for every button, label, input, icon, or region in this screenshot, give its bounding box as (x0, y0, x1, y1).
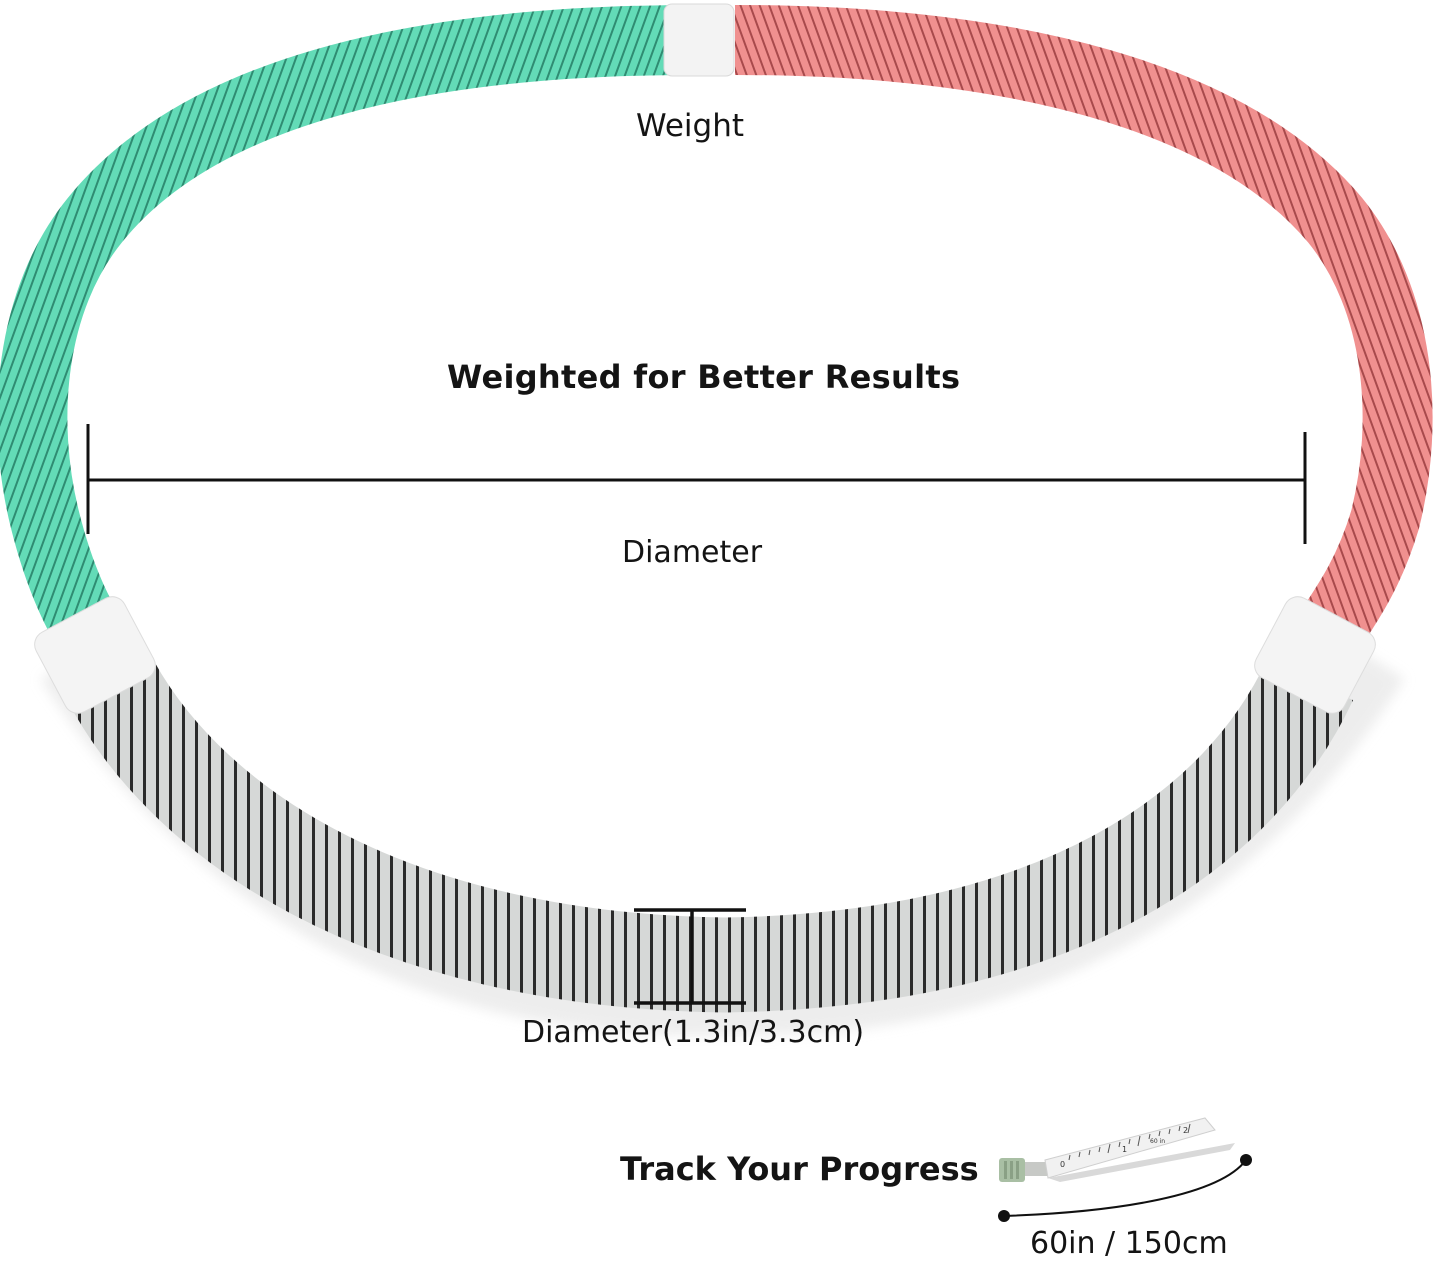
pink-segment (734, 5, 1433, 650)
svg-text:0: 0 (1060, 1160, 1065, 1169)
headline: Weighted for Better Results (447, 358, 961, 396)
weight-label: Weight (636, 108, 745, 144)
hoop-diameter-annotation (86, 424, 1307, 544)
connector-left (34, 596, 156, 714)
hoop-diameter-label: Diameter (622, 535, 763, 570)
tube-diameter-annotation (634, 908, 746, 1005)
tape-length-label: 60in / 150cm (1030, 1226, 1228, 1261)
tape-length-arc (998, 1154, 1252, 1222)
tape-measure-icon: 0 1 60 in 2 (999, 1117, 1235, 1182)
teal-segment (0, 5, 696, 661)
gray-segment (62, 648, 1354, 1013)
connector-right (1254, 596, 1376, 714)
svg-text:1: 1 (1122, 1145, 1127, 1154)
connector-top (663, 3, 735, 77)
svg-text:2: 2 (1183, 1126, 1188, 1135)
svg-text:60 in: 60 in (1150, 1138, 1165, 1145)
tube-diameter-label: Diameter(1.3in/3.3cm) (522, 1015, 865, 1050)
track-progress-label: Track Your Progress (620, 1150, 979, 1188)
